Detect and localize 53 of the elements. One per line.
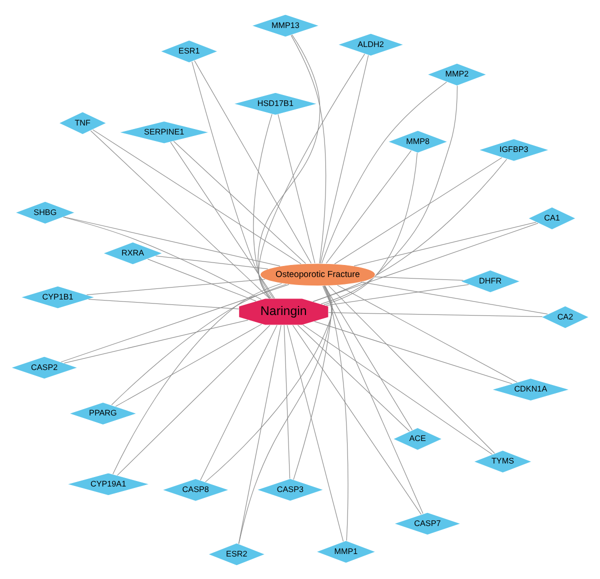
connector: [258, 34, 320, 298]
connector: [354, 221, 537, 266]
connector: [64, 319, 248, 363]
connector: [173, 140, 306, 264]
connector: [284, 324, 290, 478]
connector: [238, 324, 282, 544]
connector: [326, 150, 412, 264]
connector: [286, 324, 344, 542]
connector: [238, 285, 332, 544]
connector: [117, 324, 270, 476]
connector: [147, 258, 256, 301]
connector: [258, 53, 366, 298]
connector: [312, 222, 538, 302]
connector: [194, 60, 312, 264]
connector: [292, 324, 422, 514]
connector: [322, 285, 424, 514]
connector: [293, 285, 332, 480]
connector: [111, 283, 287, 405]
connector: [326, 284, 470, 306]
connector: [314, 320, 512, 384]
connector: [302, 324, 493, 454]
connector: [155, 255, 268, 269]
connector: [328, 312, 543, 316]
connector: [90, 130, 270, 298]
connector: [313, 158, 508, 302]
connector: [92, 128, 302, 264]
node-ellipse: Osteoporotic Fracture: [260, 262, 376, 286]
connector: [200, 324, 278, 480]
connector: [112, 282, 282, 474]
connector: [334, 156, 502, 264]
connector: [88, 298, 240, 309]
connector: [337, 284, 518, 382]
connector: [297, 324, 410, 432]
connector: [205, 285, 333, 482]
connector: [324, 152, 418, 305]
connector: [324, 285, 413, 430]
connector: [374, 276, 464, 280]
connector: [60, 284, 290, 362]
connector: [62, 216, 262, 300]
connector: [192, 60, 274, 298]
connector: [63, 216, 280, 266]
connector: [115, 323, 262, 406]
connector: [323, 285, 348, 540]
connector: [170, 141, 276, 298]
connector: [86, 278, 266, 295]
connector: [328, 284, 495, 454]
connector: [253, 113, 272, 298]
connector: [321, 81, 447, 264]
connector: [360, 281, 548, 314]
connector: [290, 34, 326, 264]
connector: [320, 54, 369, 264]
connector: [278, 114, 316, 263]
connector: [320, 84, 458, 304]
